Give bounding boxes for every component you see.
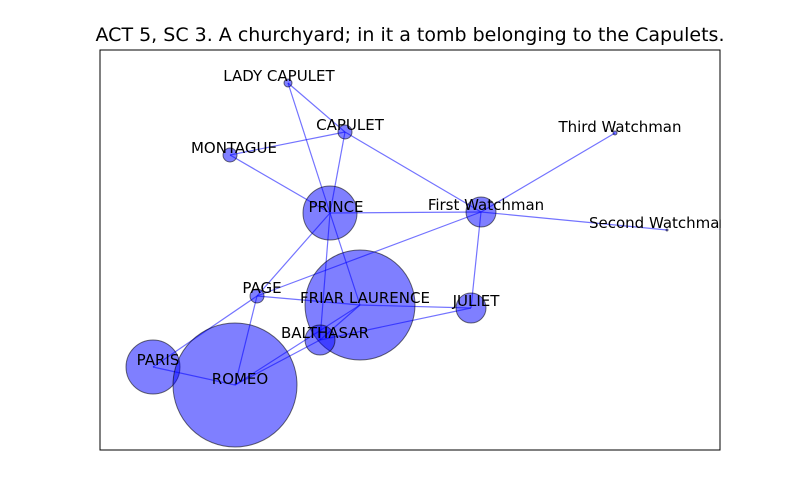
node-montague [222, 147, 238, 163]
edge-first_watchman-third_watchman [480, 132, 616, 213]
label-balthasar: BALTHASAR [281, 324, 369, 342]
label-capulet: CAPULET [316, 116, 385, 134]
plot-frame [99, 49, 721, 451]
node-second_watchman [665, 228, 669, 232]
label-third_watchman: Third Watchman [557, 118, 681, 136]
label-friar_laurence: FRIAR LAURENCE [300, 289, 430, 307]
edge-first_watchman-second_watchman [480, 211, 668, 231]
node-balthasar [304, 324, 336, 356]
label-layer: LADY CAPULET CAPULET MONTAGUE Third Watchma… [137, 67, 729, 388]
diagram-title: ACT 5, SC 3. A churchyard; in it a tomb … [95, 24, 725, 46]
label-page: PAGE [242, 279, 281, 297]
label-first_watchman: First Watchman [428, 196, 544, 214]
edge-capulet-first_watchman [344, 131, 482, 213]
node-prince [302, 185, 358, 241]
label-juliet: JULIET [452, 292, 501, 310]
edge-capulet-montague [229, 131, 346, 156]
node-third_watchman [612, 130, 618, 136]
label-montague: MONTAGUE [191, 139, 277, 157]
node-romeo [172, 322, 298, 448]
edge-first_watchman-juliet [470, 211, 482, 309]
label-paris: PARIS [137, 351, 180, 369]
label-prince: PRINCE [308, 198, 363, 216]
node-first_watchman [465, 196, 497, 228]
node-layer [125, 78, 669, 448]
label-romeo: ROMEO [212, 370, 268, 388]
label-lady_capulet: LADY CAPULET [223, 67, 335, 85]
node-capulet [337, 124, 353, 140]
label-second_watchman: Second Watchman [589, 214, 729, 232]
edge-lady_capulet-capulet [287, 82, 346, 133]
node-juliet [455, 292, 487, 324]
node-lady_capulet [283, 78, 293, 88]
node-page [249, 288, 265, 304]
